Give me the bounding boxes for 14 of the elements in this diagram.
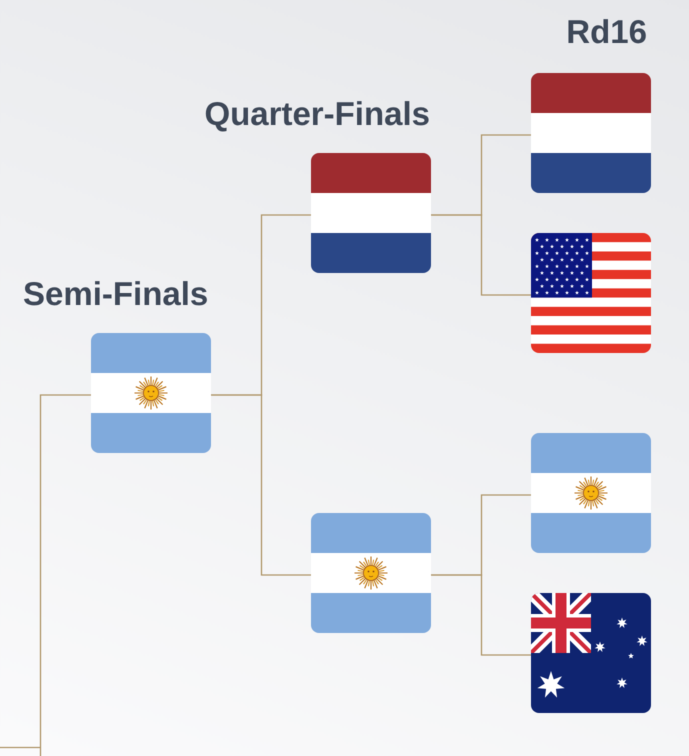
bracket-line — [431, 574, 531, 656]
netherlands-flag — [311, 153, 431, 273]
argentina-flag — [531, 433, 651, 553]
bracket-line — [0, 394, 92, 756]
round-heading: Semi-Finals — [23, 274, 208, 314]
round-heading: Rd16 — [566, 12, 647, 52]
argentina-flag — [91, 333, 211, 453]
round-heading: Quarter-Finals — [204, 94, 430, 134]
australia-flag — [531, 593, 651, 713]
argentina-flag — [311, 513, 431, 633]
netherlands-flag — [531, 73, 651, 193]
bracket-line — [211, 394, 311, 576]
usa-flag — [531, 233, 651, 353]
bracket-line — [431, 214, 531, 296]
